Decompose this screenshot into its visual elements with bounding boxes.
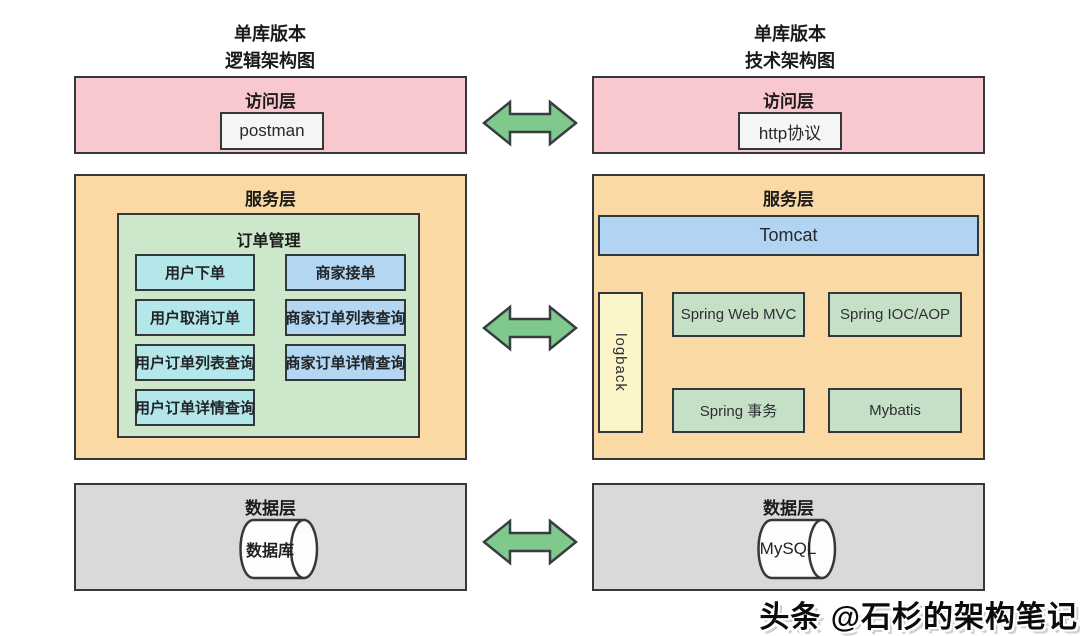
title-line-2: 逻辑架构图	[225, 51, 315, 71]
user-action-box: 用户下单	[135, 254, 255, 291]
right-data-layer-label: 数据层	[763, 499, 814, 518]
title-line-1: 单库版本	[234, 24, 306, 44]
title-line-1: 单库版本	[754, 24, 826, 44]
spring-web-mvc-box: Spring Web MVC	[672, 292, 805, 337]
mybatis-box: Mybatis	[828, 388, 962, 433]
left-service-layer: 服务层 订单管理 用户下单 用户取消订单 用户订单列表查询 用户订单详情查询 商…	[74, 174, 467, 460]
right-access-layer: 访问层 http协议	[592, 76, 985, 154]
order-management-label: 订单管理	[236, 233, 301, 250]
spring-transaction-box: Spring 事务	[672, 388, 805, 433]
right-service-layer: 服务层 Tomcat logback Spring Web MVC Spring…	[592, 174, 985, 460]
watermark: 头条 @石杉的架构笔记	[759, 601, 1078, 634]
database-label: 数据库	[245, 543, 294, 560]
logback-box: logback	[598, 292, 643, 433]
left-access-layer-label: 访问层	[245, 92, 296, 111]
left-diagram-title: 单库版本 逻辑架构图	[170, 21, 370, 75]
right-diagram-title: 单库版本 技术架构图	[690, 21, 890, 75]
title-line-2: 技术架构图	[745, 51, 835, 71]
double-arrow-icon	[482, 304, 578, 352]
postman-box: postman	[220, 112, 324, 150]
double-arrow-icon	[482, 518, 578, 566]
right-service-layer-label: 服务层	[763, 190, 814, 209]
http-protocol-box: http协议	[738, 112, 842, 150]
user-action-box: 用户订单列表查询	[135, 344, 255, 381]
double-arrow-icon	[482, 99, 578, 147]
order-management-module: 订单管理 用户下单 用户取消订单 用户订单列表查询 用户订单详情查询 商家接单 …	[117, 213, 420, 438]
left-data-layer: 数据层 数据库	[74, 483, 467, 591]
merchant-action-box: 商家接单	[285, 254, 406, 291]
left-access-layer: 访问层 postman	[74, 76, 467, 154]
left-data-layer-label: 数据层	[245, 499, 296, 518]
left-service-layer-label: 服务层	[245, 190, 296, 209]
user-action-box: 用户取消订单	[135, 299, 255, 336]
spring-ioc-aop-box: Spring IOC/AOP	[828, 292, 962, 337]
tomcat-box: Tomcat	[598, 215, 979, 256]
database-cylinder-icon: MySQL	[746, 517, 838, 581]
user-action-box: 用户订单详情查询	[135, 389, 255, 426]
database-cylinder-icon: 数据库	[228, 517, 320, 581]
right-data-layer: 数据层 MySQL	[592, 483, 985, 591]
merchant-action-box: 商家订单列表查询	[285, 299, 406, 336]
merchant-action-box: 商家订单详情查询	[285, 344, 406, 381]
right-access-layer-label: 访问层	[763, 92, 814, 111]
logback-label: logback	[612, 333, 630, 392]
mysql-label: MySQL	[759, 539, 817, 558]
